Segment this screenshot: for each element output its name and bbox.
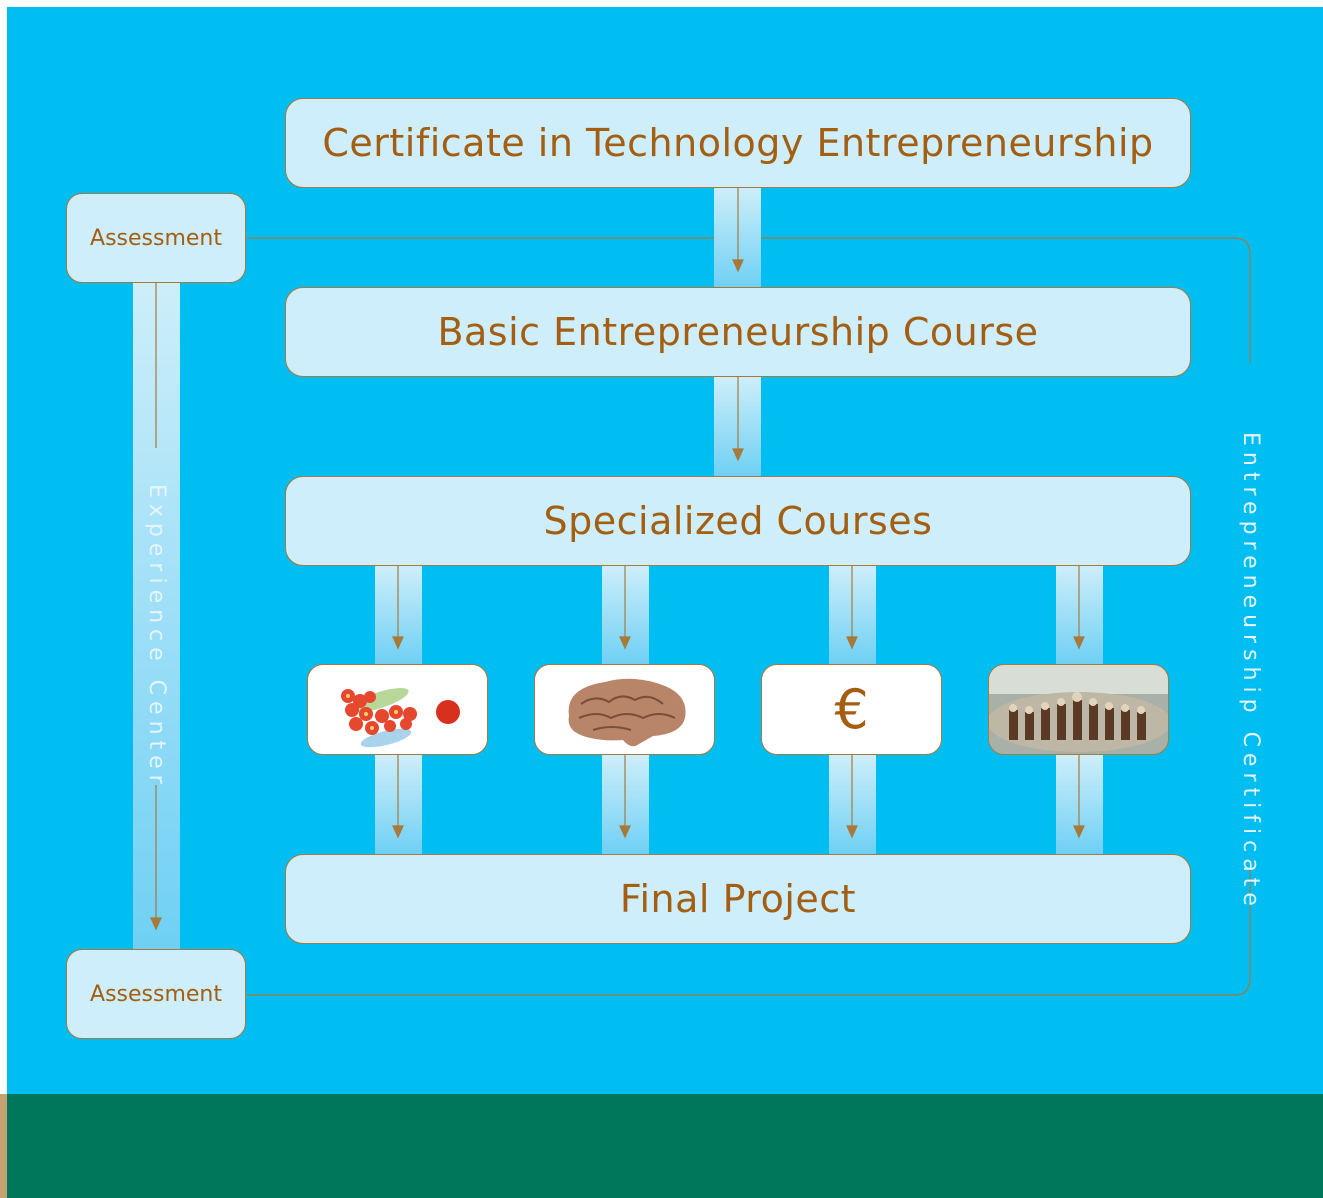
specialized-courses-label: Specialized Courses [543,499,933,543]
brain-icon [568,678,686,747]
footer-band [7,1094,1323,1198]
specialized-courses-box: Specialized Courses [285,476,1191,566]
assessment-top-label: Assessment [90,225,222,251]
chess-boardroom-icon [989,665,1168,754]
final-project-label: Final Project [619,877,857,921]
course-tile-brain [534,664,715,755]
certificate-bracket-lower [247,868,1251,996]
assessment-bottom-box: Assessment [66,949,246,1039]
course-tile-chess [988,664,1169,755]
assessment-top-box: Assessment [66,193,246,283]
basic-course-label: Basic Entrepreneurship Course [437,310,1039,354]
footer-accent [0,1094,7,1198]
certificate-title: Certificate in Technology Entrepreneursh… [322,121,1154,165]
certificate-bracket [247,237,1251,363]
final-project-box: Final Project [285,854,1191,944]
course-tile-euro: € [761,664,942,755]
entrepreneurship-certificate-label: Entrepreneurship Certificate [1238,432,1263,912]
course-tile-network [307,664,488,755]
experience-center-label: Experience Center [144,484,169,790]
basic-course-box: Basic Entrepreneurship Course [285,287,1191,377]
assessment-bottom-label: Assessment [90,981,222,1007]
network-bubbles-icon [341,688,460,748]
euro-icon: € [834,678,869,741]
certificate-title-box: Certificate in Technology Entrepreneursh… [285,98,1191,188]
